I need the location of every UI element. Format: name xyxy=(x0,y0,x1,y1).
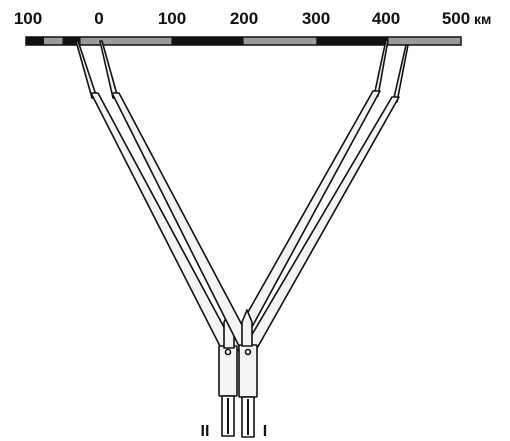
scale-label-500: 500 xyxy=(442,9,470,28)
divider-i-pivot xyxy=(244,348,252,356)
divider-i-hinge xyxy=(241,309,253,347)
scale-bar-segment xyxy=(26,37,45,45)
scale-bar-segment xyxy=(80,37,99,45)
scale-bar-frame xyxy=(25,36,462,46)
scale-bar-segment xyxy=(44,37,63,45)
scale-label-200: 200 xyxy=(230,9,258,28)
scale-bar-segment xyxy=(171,37,244,45)
scale-bar: 100 0 100 200 300 400 500 км xyxy=(14,9,492,46)
divider-ii-leg-left xyxy=(75,40,98,99)
scale-bar-segment xyxy=(388,37,461,45)
divider-ii-label: II xyxy=(201,423,210,440)
scale-bar-segments xyxy=(25,36,462,46)
scale-label-100-left: 100 xyxy=(14,9,42,28)
divider-ii xyxy=(75,39,389,437)
divider-i-leg-right xyxy=(392,44,409,103)
scale-bar-segment xyxy=(99,37,172,45)
divider-i-arm-left xyxy=(111,92,252,351)
scale-label-400: 400 xyxy=(372,9,400,28)
scale-label-100: 100 xyxy=(158,9,186,28)
divider-i-arm-right xyxy=(246,96,400,351)
divider-ii-pivot xyxy=(224,348,232,356)
scale-bar-segment xyxy=(243,37,317,45)
divider-ii-arm-left xyxy=(90,92,234,353)
divider-i-leg-left xyxy=(99,40,119,99)
divider-i-label: I xyxy=(263,423,267,440)
scale-bar-labels: 100 0 100 200 300 400 500 км xyxy=(14,9,492,28)
scale-unit-label: км xyxy=(474,11,491,27)
scale-bar-segment xyxy=(316,37,389,45)
divider-i xyxy=(99,40,409,438)
scale-label-0: 0 xyxy=(94,9,103,28)
divider-ii-leg-right xyxy=(373,39,389,97)
scale-label-300: 300 xyxy=(302,9,330,28)
scale-bar-segment xyxy=(62,37,81,45)
divider-ii-arm-right xyxy=(229,90,381,352)
